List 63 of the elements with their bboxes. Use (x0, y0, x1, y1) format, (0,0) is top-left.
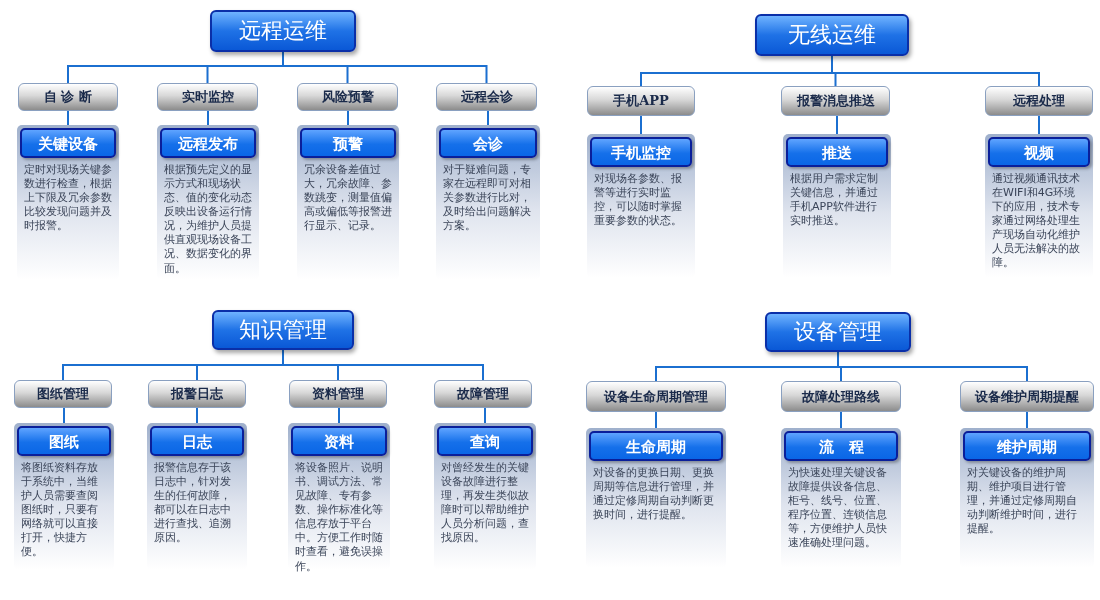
connector-line (347, 110, 349, 126)
title-banner: 远程运维 (210, 10, 356, 52)
connector-line (282, 349, 484, 381)
description-text: 将设备照片、说明书、调试方法、常见故障、专有参数、操作标准化等信息存放于平台中。方便工作时随时查看，避免误操作。 (295, 461, 383, 574)
card-heading: 远程发布 (160, 128, 256, 158)
description-text: 将图纸资料存放于系统中，当维护人员需要查阅图纸时，只要有网络就可以直接打开，快捷方便。 (21, 461, 99, 560)
description-text: 通过视频通讯技术在WIFI和4G环境下的应用，技术专家通过网络处理生产现场自动化维护人员无法解决的故障。 (992, 172, 1081, 271)
description-text: 对于疑难问题，专家在远程即可对相关参数进行比对，及时给出问题解决方案。 (443, 163, 532, 234)
category-tab: 故障处理路线 (781, 381, 901, 412)
card-heading: 维护周期 (963, 431, 1091, 461)
connector-line (484, 407, 486, 424)
connector-line (487, 110, 489, 126)
category-tab: 设备生命周期管理 (586, 381, 726, 412)
category-tab: 实时监控 (157, 83, 258, 111)
category-tab: 风险预警 (297, 83, 398, 111)
connector-line (655, 411, 657, 429)
category-tab: 设备维护周期提醒 (960, 381, 1094, 412)
connector-line (640, 115, 642, 135)
card-heading: 推送 (786, 137, 888, 167)
category-tab: 资料管理 (289, 380, 387, 408)
card-heading: 视频 (988, 137, 1090, 167)
description-text: 根据预先定义的显示方式和现场状态、值的变化动态反映出设备运行情况，为维护人员提供直观现场设备工况、数据变化的界面。 (164, 163, 252, 276)
info-card (288, 423, 390, 570)
card-heading: 关键设备 (20, 128, 116, 158)
description-text: 对曾经发生的关键设备故障进行整理，再发生类似故障时可以帮助维护人员分析问题，查找原因。 (441, 461, 529, 546)
card-heading: 会诊 (439, 128, 537, 158)
card-heading: 查询 (437, 426, 533, 456)
description-text: 对现场各参数、报警等进行实时监控，可以随时掌握重要参数的状态。 (594, 172, 683, 229)
category-tab: 自 诊 断 (18, 83, 118, 111)
category-tab: 报警日志 (148, 380, 246, 408)
description-text: 对关键设备的维护周期、维护项目进行管理，并通过定修周期自动判断维护时间，进行提醒。 (967, 466, 1078, 537)
title-banner: 无线运维 (755, 14, 909, 56)
category-tab: 报警消息推送 (781, 86, 890, 116)
card-heading: 预警 (300, 128, 396, 158)
card-heading: 资料 (291, 426, 387, 456)
connector-line (840, 411, 842, 429)
category-tab: 手机APP (587, 86, 695, 116)
connector-line (1026, 411, 1028, 429)
description-text: 对设备的更换日期、更换周期等信息进行管理，并通过定修周期自动判断更换时间，进行提醒。 (593, 466, 715, 523)
connector-line (196, 407, 198, 424)
card-heading: 日志 (150, 426, 244, 456)
description-text: 为快速处理关键设备故障提供设备信息、柜号、线号、位置、程序位置、连锁信息等，方便维护人员快速准确处理问题。 (788, 466, 888, 551)
description-text: 冗余设备差值过大，冗余故障、参数跳变，测量值偏高或偏低等报警进行显示、记录。 (304, 163, 392, 234)
connector-line (1038, 115, 1040, 135)
description-text: 定时对现场关键参数进行检查，根据上下限及冗余参数比较发现问题并及时报警。 (24, 163, 112, 234)
card-heading: 图纸 (17, 426, 111, 456)
category-tab: 远程处理 (985, 86, 1093, 116)
connector-line (207, 110, 209, 126)
card-heading: 流 程 (784, 431, 898, 461)
title-banner: 设备管理 (765, 312, 911, 352)
connector-line (836, 115, 838, 135)
connector-line (831, 55, 1040, 87)
category-tab: 故障管理 (434, 380, 532, 408)
connector-line (67, 110, 69, 126)
connector-line (63, 407, 65, 424)
card-heading: 手机监控 (590, 137, 692, 167)
description-text: 根据用户需求定制关键信息，并通过手机APP软件进行实时推送。 (790, 172, 879, 229)
title-banner: 知识管理 (212, 310, 354, 350)
description-text: 报警信息存于该日志中，针对发生的任何故障，都可以在日志中进行查找、追溯原因。 (154, 461, 232, 546)
card-heading: 生命周期 (589, 431, 723, 461)
category-tab: 图纸管理 (14, 380, 112, 408)
category-tab: 远程会诊 (436, 83, 537, 111)
connector-line (338, 407, 340, 424)
